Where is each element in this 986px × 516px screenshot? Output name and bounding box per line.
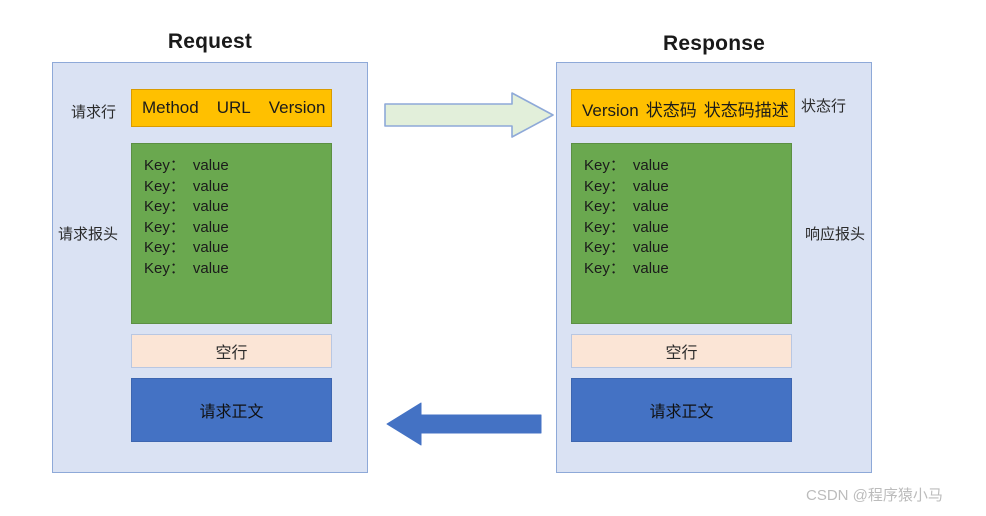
- header-key: Key：: [584, 177, 625, 195]
- response-status-line-text: Version 状态码状态码描述: [582, 96, 796, 121]
- header-row: Key： value: [584, 177, 791, 198]
- response-version-label: Version: [582, 100, 639, 120]
- response-headers-label: 响应报头: [805, 226, 866, 243]
- header-value: value: [192, 218, 229, 236]
- request-method-label: Method: [142, 98, 199, 117]
- header-key: Key：: [584, 239, 625, 256]
- request-headers-label: 请求报头: [58, 226, 119, 243]
- header-value: value: [192, 157, 229, 174]
- header-value: value: [192, 259, 229, 277]
- response-title: Response: [663, 32, 765, 55]
- header-key: Key：: [584, 157, 625, 174]
- header-value: value: [632, 259, 669, 277]
- request-start-line-label: 请求行: [71, 104, 117, 121]
- header-key: Key：: [144, 218, 185, 236]
- header-key: Key：: [584, 218, 625, 236]
- request-version-label: Version: [268, 98, 326, 117]
- header-key: Key：: [144, 198, 185, 215]
- response-status-code-label: 状态码: [645, 100, 697, 120]
- request-blank-line-text: 空行: [215, 345, 248, 362]
- header-row: Key： value: [144, 177, 331, 198]
- header-key: Key：: [584, 259, 625, 277]
- csdn-watermark: CSDN @程序猿小马: [806, 487, 943, 504]
- request-body-text: 请求正文: [199, 404, 264, 421]
- request-start-line-box: Method URL Version: [131, 89, 332, 127]
- header-row: Key： value: [144, 156, 331, 177]
- response-blank-line-box: 空行: [571, 334, 792, 368]
- request-body-box: 请求正文: [131, 378, 332, 442]
- header-row: Key： value: [584, 218, 791, 239]
- request-headers-box: Key：value Key：value Key：value Key：value …: [131, 143, 332, 324]
- header-value: value: [632, 239, 669, 256]
- response-body-box: 请求正文: [571, 378, 792, 442]
- header-key: Key：: [144, 259, 185, 277]
- header-key: Key：: [144, 239, 185, 256]
- header-value: value: [632, 157, 669, 174]
- header-key: Key：: [144, 157, 185, 174]
- request-title: Request: [167, 30, 253, 53]
- header-row: Key： value: [144, 238, 331, 259]
- header-row: Key： value: [584, 197, 791, 218]
- header-row: Key： value: [584, 238, 791, 259]
- header-value: value: [192, 239, 229, 256]
- header-value: value: [632, 198, 669, 215]
- header-value: value: [192, 198, 229, 215]
- header-row: Key： value: [584, 156, 791, 177]
- request-url-label: URL: [216, 98, 251, 117]
- response-status-line-label: 状态行: [801, 98, 847, 115]
- response-headers-box: Key：value Key：value Key：value Key：value …: [571, 143, 792, 324]
- header-row: Key： value: [144, 218, 331, 239]
- request-blank-line-box: 空行: [131, 334, 332, 368]
- header-value: value: [192, 177, 229, 195]
- request-flow-arrow: [384, 92, 554, 138]
- response-status-line-box: Version 状态码状态码描述: [571, 89, 795, 127]
- request-panel: 请求行 Method URL Version 请求报头 Key： value Key：…: [52, 62, 368, 473]
- header-key: Key：: [144, 177, 185, 195]
- response-blank-line-text: 空行: [665, 345, 698, 362]
- response-body-text: 请求正文: [649, 404, 714, 421]
- header-value: value: [632, 177, 669, 195]
- header-row: Key： value: [144, 259, 331, 280]
- header-row: Key： value: [144, 197, 331, 218]
- header-key: Key：: [584, 198, 625, 215]
- header-value: value: [632, 218, 669, 236]
- header-row: Key： value: [584, 259, 791, 280]
- response-flow-arrow: [386, 402, 542, 446]
- response-status-desc-label: 状态码描述: [703, 100, 789, 120]
- request-start-line-text: Method URL Version: [142, 98, 325, 118]
